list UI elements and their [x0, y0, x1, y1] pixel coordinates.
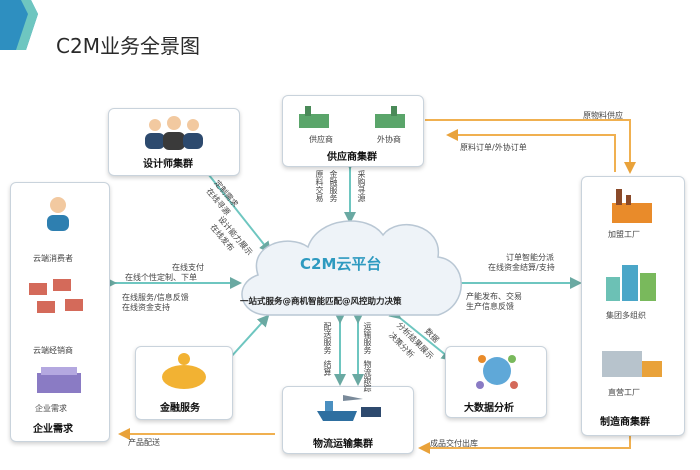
- supplier-flow-2: 金融服务: [329, 170, 338, 202]
- group-org-label: 集团多组织: [606, 311, 646, 320]
- bottom-flow-4: 物流跟踪: [363, 360, 372, 392]
- group-org-icon: [606, 265, 656, 301]
- left-flow-1: 在线支付: [172, 263, 204, 272]
- enterprise-demand-sub: 企业需求: [35, 404, 67, 413]
- franchise-factory-icon: [612, 189, 652, 223]
- piggy-bank-icon: [162, 353, 206, 389]
- designers-icon: [145, 116, 203, 150]
- designer-cluster-box: 设计师集群: [108, 108, 240, 176]
- bottom-flow-2: 结算: [323, 360, 332, 376]
- enterprise-demand-label: 企业需求: [33, 424, 73, 435]
- enterprise-server-icon: [37, 367, 81, 393]
- supplier-icon: [299, 106, 329, 128]
- cloud-platform: [241, 220, 462, 316]
- left-flow-3: 在线服务/信息反馈: [122, 293, 189, 302]
- bigdata-label: 大数据分析: [464, 403, 514, 414]
- supplier-cluster-box: 供应商 外协商 供应商集群: [282, 95, 424, 167]
- bigdata-icon: [476, 355, 518, 389]
- product-delivery-label: 产品配送: [128, 438, 160, 447]
- subcontractor-icon: [375, 106, 405, 128]
- consumer-icon: [47, 197, 69, 231]
- direct-factory-icon: [602, 351, 662, 377]
- logistics-box: 物流运输集群: [282, 386, 414, 454]
- subcontractor-tag: 外协商: [377, 135, 401, 144]
- left-flow-4: 在线资金支持: [122, 303, 170, 312]
- right-flow-1: 订单智能分派: [506, 253, 554, 262]
- logistics-label: 物流运输集群: [313, 439, 373, 450]
- raw-supply-label: 原物料供应: [583, 111, 623, 120]
- section-badge: [0, 0, 38, 50]
- manufacturer-cluster-label: 制造商集群: [600, 417, 650, 428]
- dealer-label: 云端经销商: [33, 346, 73, 355]
- consumer-label: 云端消费者: [33, 254, 73, 263]
- left-flow-2: 在线个性定制、下单: [125, 273, 197, 282]
- supplier-cluster-label: 供应商集群: [327, 152, 377, 163]
- bigdata-box: 大数据分析: [445, 346, 547, 418]
- finance-box: 金融服务: [135, 346, 233, 420]
- dealer-stores-icon: [29, 279, 83, 313]
- supplier-tag: 供应商: [309, 135, 333, 144]
- bottom-flow-1: 配送服务: [323, 322, 332, 354]
- raw-order-label: 原料订单/外协订单: [460, 143, 527, 152]
- page-title: C2M业务全景图: [56, 34, 200, 58]
- right-flow-4: 生产信息反馈: [466, 302, 514, 311]
- right-flow-2: 在线资金结算/支持: [488, 263, 555, 272]
- supplier-flow-1: 原料交易: [315, 170, 324, 202]
- right-flow-3: 产能发布、交易: [466, 292, 522, 301]
- supplier-flow-3: 采购寻源: [357, 170, 366, 202]
- enterprise-demand-box: 云端消费者 云端经销商 企业需求 企业需求: [10, 182, 110, 442]
- cloud-subtitle: 一站式服务@商机智能匹配@风控助力决策: [240, 297, 402, 307]
- bottom-flow-3: 运输服务: [363, 322, 372, 354]
- finished-goods-label: 成品交付出库: [430, 439, 478, 448]
- finance-label: 金融服务: [160, 403, 200, 414]
- direct-factory-label: 直营工厂: [608, 388, 640, 397]
- designer-cluster-label: 设计师集群: [143, 159, 193, 170]
- cloud-title: C2M云平台: [300, 255, 382, 273]
- logistics-icon: [317, 395, 381, 421]
- manufacturer-cluster-box: 加盟工厂 集团多组织 直营工厂 制造商集群: [581, 176, 685, 436]
- franchise-factory-label: 加盟工厂: [608, 230, 640, 239]
